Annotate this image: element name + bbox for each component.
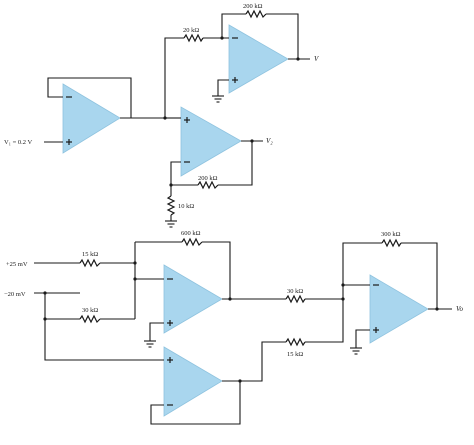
wire-300k-left — [342, 242, 382, 285]
resistor-200k-mid — [197, 180, 219, 190]
resistor-20k — [183, 33, 204, 43]
ground-final — [350, 347, 362, 355]
wire-30k-left — [44, 293, 80, 320]
label-v1-source: V₁ = 0.2 V — [4, 139, 33, 146]
opamp-follower — [62, 83, 121, 154]
resistor-600k — [181, 237, 203, 247]
resistor-15k-mid — [285, 337, 306, 347]
ground-summing — [144, 340, 156, 348]
resistor-15k-input — [79, 258, 101, 268]
junction-sum-25mv — [133, 261, 137, 265]
opamp-final — [369, 274, 429, 344]
junction-sum-neg — [133, 277, 137, 281]
wire-600k-right — [202, 241, 231, 299]
wire-bot-feedback — [150, 381, 241, 425]
resistor-300k — [381, 238, 402, 248]
wire-300k-right — [401, 242, 438, 309]
junction-sum-output — [228, 297, 232, 301]
ground-mid — [165, 220, 177, 228]
junction-final-output — [435, 307, 439, 311]
label-r-mid-ground: 10 kΩ — [178, 203, 194, 210]
label-r-300: 300 kΩ — [381, 231, 401, 238]
opamp-top-inverting — [228, 24, 289, 94]
resistor-200k-top — [245, 9, 267, 19]
label-in-neg20mv: −20 mV — [4, 291, 26, 298]
wire-top-feedback-right — [266, 13, 299, 59]
wire-top-plus-ground — [217, 79, 229, 96]
label-r-top-input: 20 kΩ — [183, 27, 199, 34]
label-r-mid-feedback: 200 kΩ — [198, 175, 218, 182]
label-out-top: V — [314, 55, 319, 63]
label-out-vo: Vo — [456, 305, 464, 313]
wire-sum-plus-ground — [149, 322, 164, 341]
label-r-30-mid: 30 kΩ — [287, 288, 303, 295]
resistor-30k-input — [79, 314, 101, 324]
wire-15k-mid-right — [305, 285, 344, 343]
wire-mid-neg — [170, 161, 198, 186]
wire-bot-to-15k — [240, 341, 286, 382]
resistor-10k — [166, 195, 176, 216]
label-r-top-feedback: 200 kΩ — [243, 3, 263, 10]
wire-bot-plus-input — [44, 319, 164, 361]
ground-top — [212, 95, 224, 103]
junction-top-output — [296, 57, 300, 61]
label-r-600: 600 kΩ — [181, 230, 201, 237]
junction-final-30k — [341, 297, 345, 301]
wire-top-feedback-left — [221, 13, 246, 38]
opamp-middle-noninverting — [180, 106, 242, 177]
label-r-30-in: 30 kΩ — [82, 307, 98, 314]
resistor-30k-mid — [285, 294, 306, 304]
label-in-25mv: +25 mV — [6, 261, 28, 268]
wire-top-input — [164, 37, 184, 118]
wire-final-plus-ground — [355, 329, 370, 348]
junction-neg20mv-lower — [43, 317, 47, 321]
label-r-15-in: 15 kΩ — [82, 251, 98, 258]
opamp-summing — [163, 264, 223, 334]
label-r-15-mid: 15 kΩ — [287, 351, 303, 358]
opamp-bottom-follower — [163, 346, 223, 417]
wire-mid-feedback-right — [218, 141, 253, 186]
wire-follower-feedback — [47, 77, 132, 118]
label-out-v2: V₂ — [266, 137, 273, 145]
